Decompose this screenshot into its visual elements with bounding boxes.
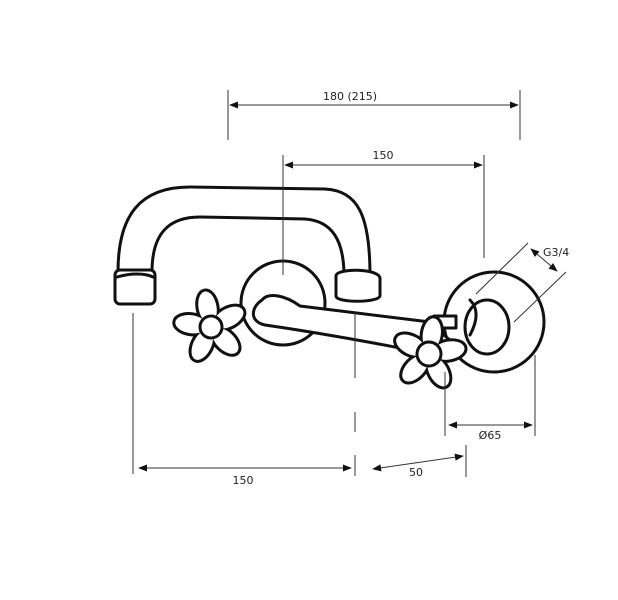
dimension-overall-width: 180 (215)	[227, 90, 521, 140]
overall-width-label: 180 (215)	[323, 90, 377, 103]
spout	[113, 185, 382, 306]
dimension-flange-diameter: Ø65	[444, 355, 536, 442]
dimension-thread: G3/4	[475, 242, 569, 323]
dimension-spout-reach: 150	[282, 149, 485, 275]
wall-offset-label: 50	[409, 466, 423, 479]
center-distance-label: 150	[233, 474, 254, 487]
dimension-center-distance: 150	[132, 313, 356, 487]
spout-reach-label: 150	[373, 149, 394, 162]
thread-label: G3/4	[543, 246, 569, 259]
right-cross-handle	[388, 313, 471, 393]
left-cross-handle	[168, 285, 253, 367]
flange-diameter-label: Ø65	[479, 429, 502, 442]
right-wall-flange	[442, 270, 546, 374]
dimension-wall-offset: 50	[372, 445, 467, 479]
